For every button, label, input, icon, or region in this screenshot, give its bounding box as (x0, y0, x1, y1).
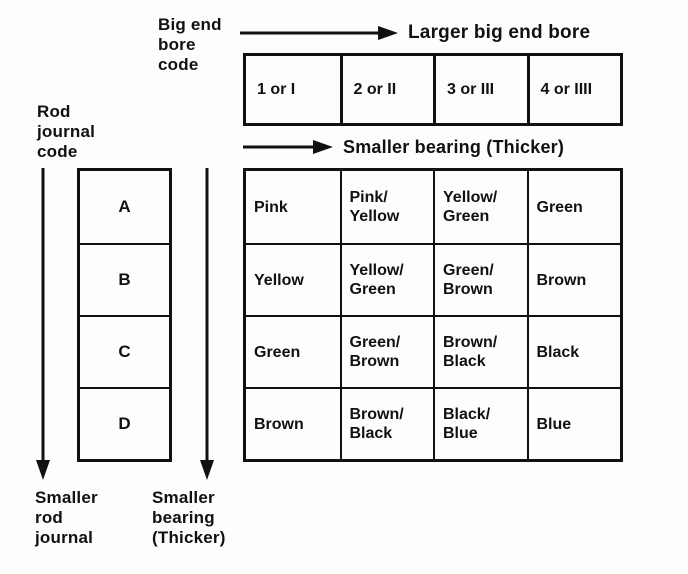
bearing-cell: Brown/ Black (339, 387, 433, 459)
rod-journal-code-column: A B C D (77, 168, 172, 462)
smaller-bearing-arrow-icon (243, 139, 335, 155)
bore-code-cell: 2 or II (339, 56, 434, 123)
bearing-color-table: Pink Pink/ Yellow Yellow/ Green Green Ye… (243, 168, 623, 462)
bearing-cell: Green/ Brown (339, 315, 433, 387)
smaller-bearing-down-arrow-icon (199, 168, 215, 482)
bearing-cell: Yellow/ Green (433, 171, 527, 243)
bearing-cell: Pink (254, 198, 288, 216)
smaller-rod-journal-label: Smaller rod journal (35, 488, 98, 547)
bearing-cell: Green/ Brown (433, 243, 527, 315)
smaller-bearing-footer-label: Smaller bearing (Thicker) (152, 488, 226, 547)
bearing-cell: Green (246, 315, 340, 387)
rod-code-cell: C (80, 315, 169, 387)
larger-bore-arrow-icon (240, 25, 400, 41)
bearing-cell: Yellow/ Green (339, 243, 433, 315)
bearing-cell: Green (526, 171, 621, 243)
bearing-cell: Brown (246, 387, 340, 459)
bearing-cell: Yellow (246, 243, 340, 315)
rod-code-cell: D (80, 387, 169, 459)
smaller-bearing-header-label: Smaller bearing (Thicker) (343, 137, 565, 157)
bearing-cell: Brown/ Black (433, 315, 527, 387)
big-end-bore-code-label: Big end bore code (158, 15, 222, 74)
bearing-cell: Pink/ Yellow (339, 171, 434, 243)
rod-journal-code-label: Rod journal code (37, 102, 96, 161)
rod-code-cell: B (80, 243, 169, 315)
bore-code-cell: 4 or IIII (526, 56, 621, 123)
bore-code-header-row: 1 or I 2 or II 3 or III 4 or IIII (243, 53, 623, 126)
bearing-cell: Brown (526, 243, 620, 315)
smaller-rod-journal-arrow-icon (35, 168, 51, 482)
bearing-cell: Black/ Blue (433, 387, 527, 459)
rod-code-cell: A (118, 197, 131, 216)
larger-big-end-bore-label: Larger big end bore (408, 22, 591, 43)
bearing-cell: Blue (526, 387, 620, 459)
bearing-cell: Black (526, 315, 620, 387)
bore-code-cell: 1 or I (257, 80, 296, 98)
bore-code-cell: 3 or III (433, 56, 527, 123)
